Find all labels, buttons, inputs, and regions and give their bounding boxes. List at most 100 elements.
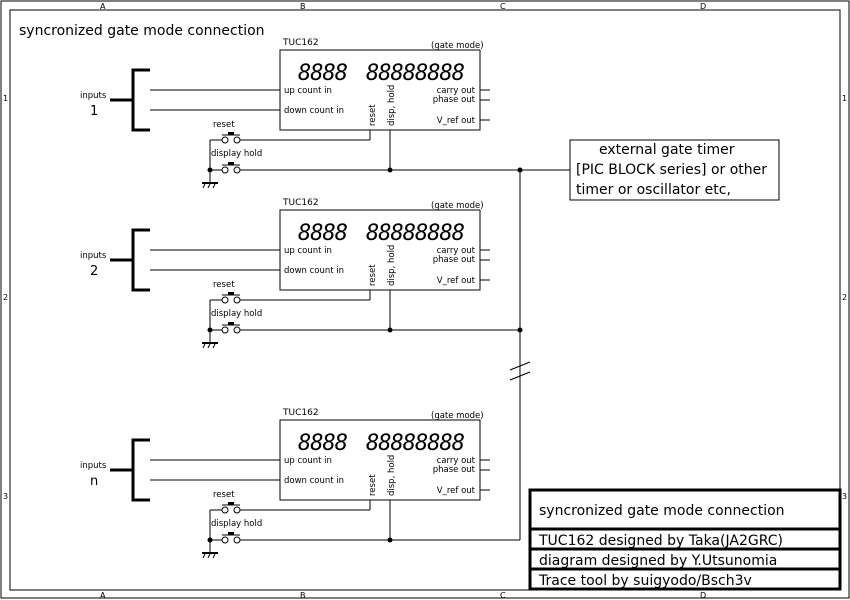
col-label-top: D [700,2,706,11]
inputs-index: n [90,474,98,489]
switch-button [228,532,234,535]
col-label-bottom: D [700,591,706,600]
inputs-index: 1 [90,104,98,119]
seven-segment-display-right: 88888888 [366,221,465,246]
switch-contact [221,166,229,174]
pin-label-vref-out: V_ref out [437,276,476,286]
col-label-bottom: A [100,591,106,600]
diagram-title: syncronized gate mode connection [19,23,265,39]
input-bracket [131,438,150,502]
pin-label-carry-out: carry out [437,86,476,96]
row-label-left: 3 [3,492,8,501]
row-label-right: 1 [842,94,847,103]
pin-label-reset: reset [368,264,378,286]
pin-label-disp-hold: disp, hold [387,85,397,126]
reset-switch-label: reset [213,280,235,290]
junction-dot [517,167,523,173]
display-hold-switch[interactable] [221,322,241,334]
module-body [279,419,481,501]
display-hold-switch-label: display hold [211,309,262,319]
external-timer-frame [569,139,780,201]
ground-icon [202,342,218,349]
pin-label-down-count-in: down count in [284,266,344,276]
title-block-line: Trace tool by suigyodo/Bsch3v [538,573,752,589]
display-hold-switch[interactable] [221,162,241,174]
ground-icon [202,182,218,189]
display-hold-switch-label: display hold [211,149,262,159]
switch-button [228,162,234,165]
title-block-frame [528,488,842,591]
pin-label-up-count-in: up count in [284,456,332,466]
switch-contact [221,136,229,144]
reset-switch[interactable] [221,502,241,514]
pin-label-up-count-in: up count in [284,86,332,96]
pin-label-vref-out: V_ref out [437,486,476,496]
col-label-bottom: B [300,591,306,600]
ground-icon [202,552,218,559]
frame-column-labels: A B C D A B C D [100,2,706,600]
pin-label-reset: reset [368,474,378,496]
external-timer-line: timer or oscillator etc, [576,182,731,198]
switch-contact [233,506,241,514]
row-label-right: 3 [842,492,847,501]
col-label-top: A [100,2,106,11]
switch-contact [233,166,241,174]
display-hold-switch[interactable] [221,532,241,544]
pin-label-carry-out: carry out [437,456,476,466]
display-hold-switch-label: display hold [211,519,262,529]
switch-contact [221,296,229,304]
seven-segment-display-right: 88888888 [366,61,465,86]
seven-segment-display-right: 88888888 [366,431,465,456]
frame-row-labels: 1 2 3 1 2 3 [3,94,847,501]
row-label-left: 2 [3,293,8,302]
module-mode-label: (gate mode) [431,201,484,211]
module-body [279,209,481,291]
switch-contact [221,506,229,514]
reset-switch-label: reset [213,490,235,500]
switch-button [228,292,234,295]
pin-label-vref-out: V_ref out [437,116,476,126]
input-bracket [131,228,150,292]
inputs-label: inputs [80,461,107,471]
inner-frame [9,9,841,591]
external-timer-line: external gate timer [599,142,735,158]
module-name: TUC162 [282,198,319,208]
pin-label-disp-hold: disp, hold [387,245,397,286]
external-timer-box: external gate timer [PIC BLOCK series] o… [569,139,780,201]
module-name: TUC162 [282,38,319,48]
pin-label-reset: reset [368,104,378,126]
switch-contact [233,326,241,334]
inputs-label: inputs [80,91,107,101]
title-block-title: syncronized gate mode connection [539,503,785,519]
junction-dot [387,327,393,333]
module-mode-label: (gate mode) [431,41,484,51]
title-block-line: TUC162 designed by Taka(JA2GRC) [538,533,783,549]
module-name: TUC162 [282,408,319,418]
switch-contact [233,136,241,144]
module-mode-label: (gate mode) [431,411,484,421]
reset-switch[interactable] [221,292,241,304]
switch-contact [221,536,229,544]
input-bracket [131,68,150,132]
switch-button [228,502,234,505]
pin-label-up-count-in: up count in [284,246,332,256]
pin-label-phase-out: phase out [433,95,476,105]
reset-switch[interactable] [221,132,241,144]
switch-contact [221,326,229,334]
pin-label-down-count-in: down count in [284,476,344,486]
pin-label-carry-out: carry out [437,246,476,256]
pin-label-down-count-in: down count in [284,106,344,116]
junction-dot [207,167,213,173]
junction-dot [387,537,393,543]
col-label-top: B [300,2,306,11]
pin-label-phase-out: phase out [433,255,476,265]
switch-contact [233,296,241,304]
col-label-top: C [500,2,506,11]
gate-bus [509,169,570,540]
inputs-index: 2 [90,264,98,279]
seven-segment-display-left: 8888 [298,431,348,456]
title-block: syncronized gate mode connection TUC162 … [528,488,842,591]
